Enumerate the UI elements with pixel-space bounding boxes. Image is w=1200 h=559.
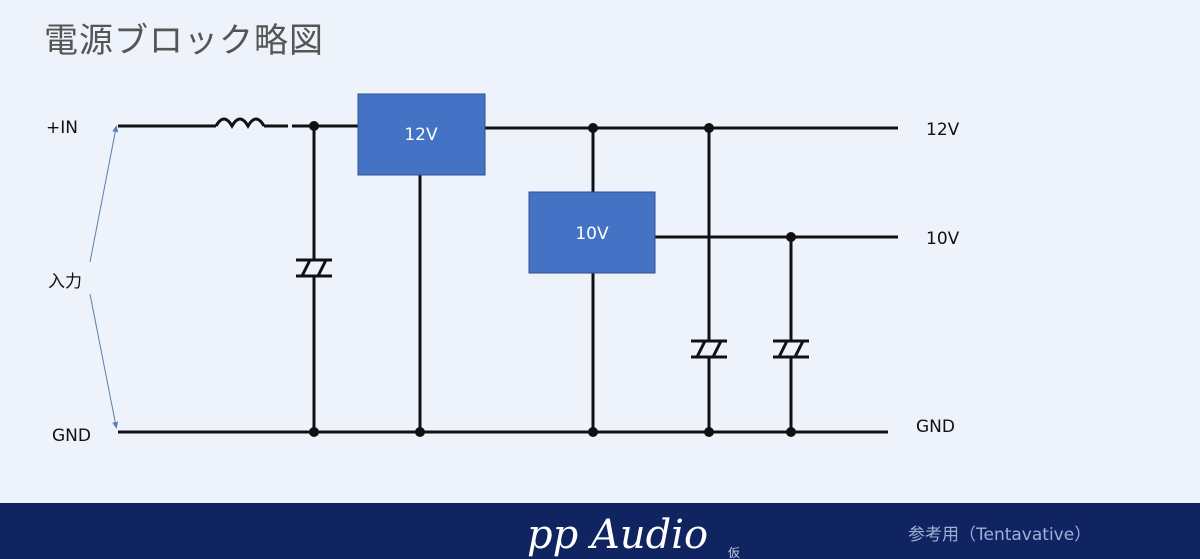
regulator-10v-box (528, 191, 656, 274)
out-10v-label: 10V (926, 229, 960, 249)
junction-dot (704, 123, 714, 133)
junction-dot (309, 427, 319, 437)
input-arrow-down (89, 293, 119, 429)
regulator-12v-box (357, 93, 486, 176)
cap2-symbol (691, 339, 727, 359)
diagram-title: 電源ブロック略図 (44, 21, 324, 61)
plus-in-label: +IN (46, 118, 78, 138)
footer-brand: pp Audio (527, 512, 708, 558)
gnd-right-label: GND (916, 417, 955, 437)
junction-dot (704, 427, 714, 437)
input-label: 入力 (48, 272, 82, 292)
out-12v-label: 12V (926, 120, 960, 140)
junction-dot (415, 427, 425, 437)
regulator-12v-label: 12V (404, 125, 438, 145)
junction-dot (588, 427, 598, 437)
footer-note: 参考用（Tentavative） (908, 525, 1091, 545)
cap1-symbol (296, 258, 332, 278)
footer-bar (0, 503, 1200, 559)
junction-dot (309, 121, 319, 131)
junction-dot (786, 427, 796, 437)
cap3-symbol (773, 339, 809, 359)
regulator-10v-label: 10V (575, 224, 609, 244)
gnd-left-label: GND (52, 426, 91, 446)
input-arrow-up (89, 125, 119, 263)
junction-dot (588, 123, 598, 133)
footer-tentative-mark: 仮 (728, 546, 740, 559)
inductor-symbol (214, 117, 266, 130)
junction-dot (786, 232, 796, 242)
